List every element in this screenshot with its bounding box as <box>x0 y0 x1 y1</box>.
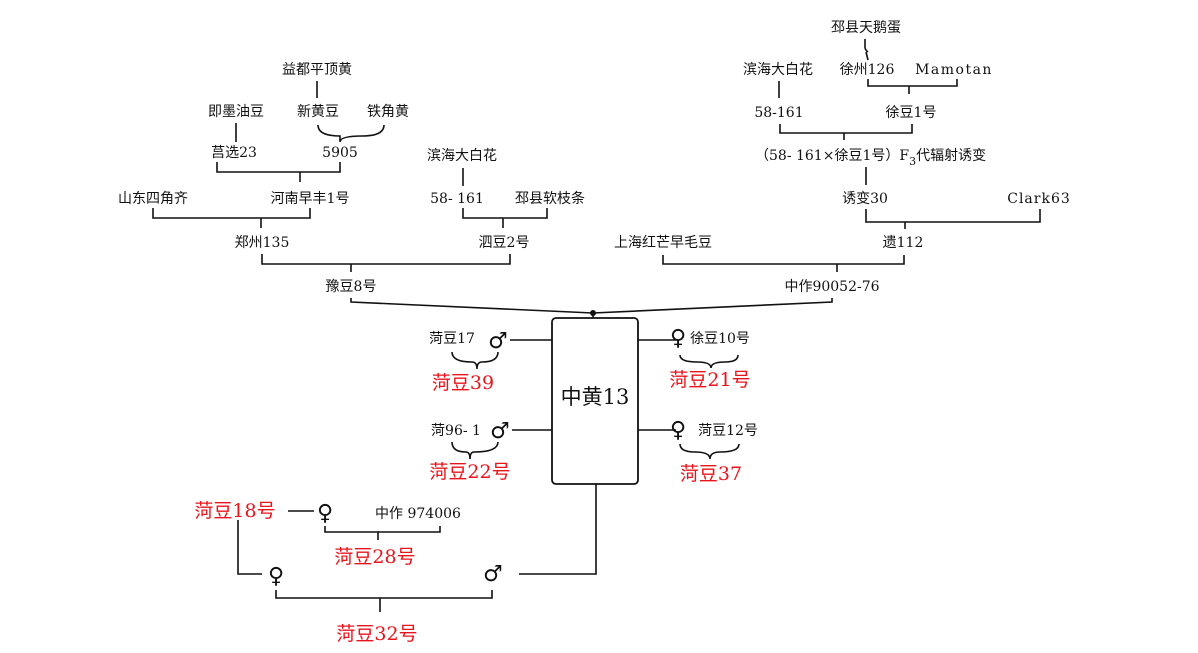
node-juxuan: 莒选23 <box>211 145 257 161</box>
node-yudou: 豫豆8号 <box>326 279 377 295</box>
node-sidou: 泗豆2号 <box>479 235 530 251</box>
center-label: 中黄13 <box>561 385 630 409</box>
node-binhai-left: 滨海大白花 <box>427 148 497 164</box>
female-symbol-icon: ♀ <box>317 501 333 526</box>
node-heze12: 菏豆12号 <box>698 423 758 439</box>
node-shandong: 山东四角齐 <box>118 191 188 207</box>
node-5905: 5905 <box>322 145 358 161</box>
node-heze21: 菏豆21号 <box>669 369 750 391</box>
f3-suffix: 代辐射诱变 <box>916 148 986 164</box>
node-heze18: 菏豆18号 <box>194 500 275 522</box>
node-xuzhou126: 徐州126 <box>840 62 895 78</box>
node-heze32: 菏豆32号 <box>336 623 417 645</box>
node-youbian30: 诱变30 <box>842 191 888 207</box>
node-pixian-ruan: 邳县软枝条 <box>515 190 585 207</box>
node-yi112: 遗112 <box>883 235 924 251</box>
node-58-161-left: 58- 161 <box>430 191 484 207</box>
node-jimo: 即墨油豆 <box>208 104 264 120</box>
node-xinhuang: 新黄豆 <box>297 103 339 120</box>
female-symbol-icon: ♀ <box>670 418 686 443</box>
node-heze28: 菏豆28号 <box>334 546 415 568</box>
node-heze39: 菏豆39 <box>432 372 494 394</box>
f3-prefix: （58- 161×徐豆1号）F <box>755 148 909 164</box>
center-box <box>551 317 639 485</box>
node-tiejiao: 铁角黄 <box>367 103 409 120</box>
left-ancestor-tree: 益都平顶黄 即墨油豆 新黄豆 铁角黄 莒选23 5905 山东四角齐 河南早丰1… <box>118 61 585 295</box>
node-shanghai: 上海红芒早毛豆 <box>614 235 712 251</box>
node-xudou10: 徐豆10号 <box>690 331 750 347</box>
f3-subscript: 3 <box>909 155 916 168</box>
node-henan: 河南早丰1号 <box>271 191 350 207</box>
male-symbol-icon: ♂ <box>490 419 510 444</box>
connector-lines <box>152 39 1041 612</box>
node-xudou1: 徐豆1号 <box>886 105 937 121</box>
node-heze37: 菏豆37 <box>680 463 742 485</box>
node-mamotan: Mamotan <box>915 62 993 78</box>
node-clark63: Clark63 <box>1007 191 1071 207</box>
female-symbol-icon: ♀ <box>268 564 284 589</box>
node-58-161-right: 58-161 <box>754 105 803 121</box>
male-symbol-icon: ♂ <box>488 329 508 354</box>
node-he96-1: 菏96- 1 <box>431 423 481 439</box>
node-binhai-right: 滨海大白花 <box>743 62 813 78</box>
node-zhongzuo974006: 中作 974006 <box>375 506 461 522</box>
node-heze22: 菏豆22号 <box>429 461 510 483</box>
node-yidu: 益都平顶黄 <box>282 61 352 78</box>
male-symbol-icon: ♂ <box>483 562 503 587</box>
node-zhongzuo: 中作90052-76 <box>784 279 879 295</box>
node-heze17: 菏豆17 <box>429 331 475 347</box>
node-zhengzhou: 郑州135 <box>235 235 290 251</box>
female-symbol-icon: ♀ <box>670 326 686 351</box>
right-ancestor-tree: 邳县天鹅蛋 滨海大白花 徐州126 Mamotan 58-161 徐豆1号 （5… <box>614 19 1071 295</box>
offspring-section: 菏豆17 ♂ 菏豆39 ♀ 徐豆10号 菏豆21号 菏96- 1 ♂ 菏豆22号… <box>194 326 758 645</box>
node-f3-mutation: （58- 161×徐豆1号）F3代辐射诱变 <box>755 148 986 168</box>
node-pixian-tiane: 邳县天鹅蛋 <box>831 19 901 36</box>
